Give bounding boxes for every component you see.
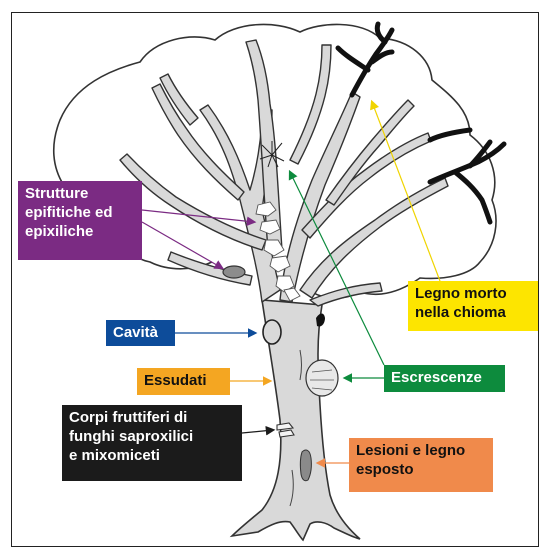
label-legno-line1: Legno morto <box>415 284 531 303</box>
label-corpi-fruttiferi: Corpi fruttiferi di funghi saproxilici e… <box>62 405 242 481</box>
label-corpi-line1: Corpi fruttiferi di <box>69 408 235 427</box>
wound <box>300 450 311 481</box>
arrow-corpi <box>242 430 273 433</box>
epiphyte-nest <box>223 266 245 278</box>
label-cavita: Cavità <box>106 320 175 346</box>
label-legno-morto: Legno morto nella chioma <box>408 281 538 331</box>
label-lesioni-line1: Lesioni e legno <box>356 441 486 460</box>
trunk <box>232 300 360 540</box>
label-strutture-line3: epixiliche <box>25 222 135 241</box>
label-strutture-epifitiche: Strutture epifitiche ed epixiliche <box>18 181 142 260</box>
label-legno-line2: nella chioma <box>415 303 531 322</box>
burl <box>306 360 338 396</box>
label-lesioni-line2: esposto <box>356 460 486 479</box>
label-lesioni: Lesioni e legno esposto <box>349 438 493 492</box>
label-corpi-line3: e mixomiceti <box>69 446 235 465</box>
label-essudati: Essudati <box>137 368 230 395</box>
label-corpi-line2: funghi saproxilici <box>69 427 235 446</box>
label-escrescenze: Escrescenze <box>384 365 505 392</box>
label-strutture-line1: Strutture <box>25 184 135 203</box>
label-strutture-line2: epifitiche ed <box>25 203 135 222</box>
cavity <box>263 320 281 344</box>
